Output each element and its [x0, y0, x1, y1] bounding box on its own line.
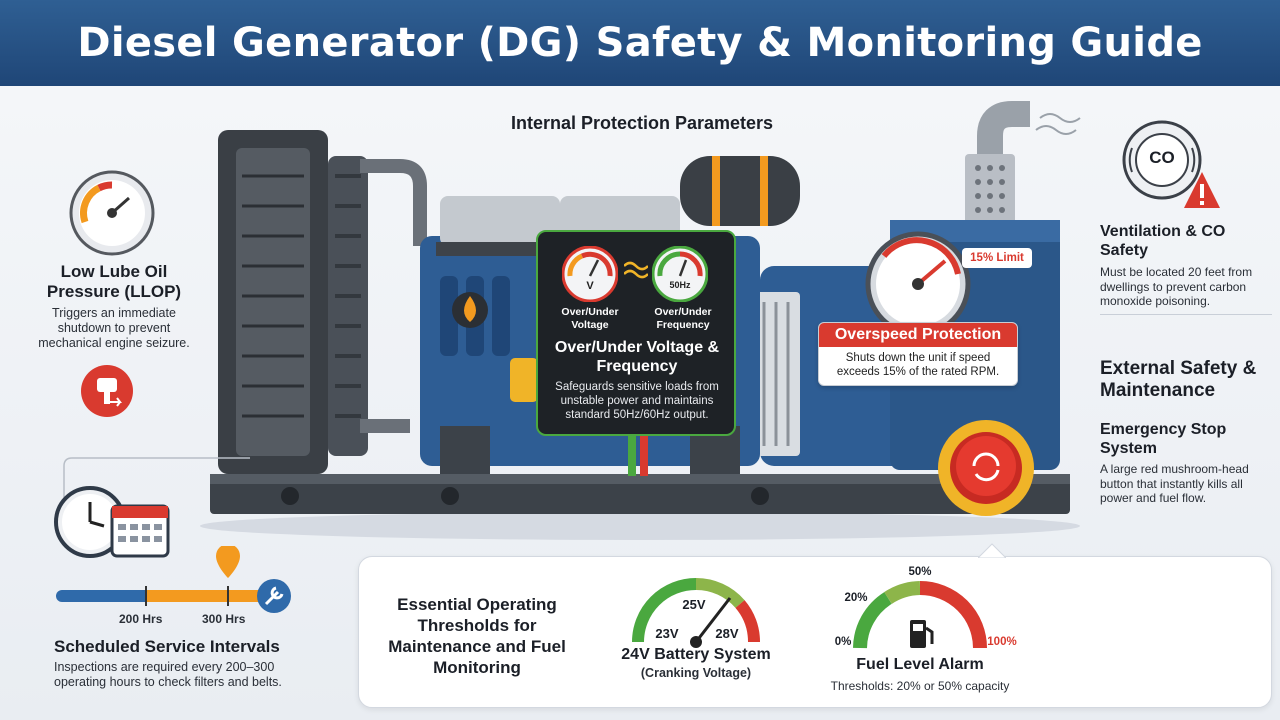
- voltage-gauge-icon: [562, 246, 618, 302]
- overspeed-limit-tag: 15% Limit: [962, 248, 1032, 268]
- voltage-frequency-panel: V 50Hz Over/Under Voltage Over/Under Fre…: [536, 230, 736, 436]
- fuel-tick-100: 100%: [987, 636, 1017, 648]
- overspeed-card: Overspeed Protection Shuts down the unit…: [818, 322, 1018, 386]
- co-detector-icon: [1122, 120, 1220, 208]
- ventilation-title: Ventilation & CO Safety: [1100, 223, 1226, 259]
- voltage-gauge-label: V: [586, 280, 594, 292]
- fuel-tick-20: 20%: [844, 592, 868, 604]
- voltage-label-right: Over/Under Frequency: [654, 306, 712, 331]
- wave-icon: [624, 261, 648, 279]
- external-safety-title: External Safety & Maintenance: [1100, 358, 1257, 401]
- service-timeline: [56, 546, 291, 613]
- thresholds-title: Essential Operating Thresholds for Maint…: [388, 595, 566, 677]
- oil-pressure-gauge-icon: [69, 170, 155, 256]
- estop-title: Emergency Stop System: [1100, 421, 1227, 457]
- ventilation-divider: [1100, 314, 1272, 315]
- service-title: Scheduled Service Intervals: [54, 637, 280, 656]
- overspeed-title: Overspeed Protection: [819, 323, 1017, 347]
- frequency-gauge-label: 50Hz: [669, 280, 691, 290]
- page-header: Diesel Generator (DG) Safety & Monitorin…: [0, 0, 1280, 86]
- battery-title: 24V Battery System: [621, 646, 771, 663]
- emergency-stop-button-icon: [938, 420, 1034, 516]
- battery-tick-23: 23V: [655, 626, 679, 641]
- thresholds-panel: [358, 556, 1272, 708]
- fuel-pump-icon: [910, 620, 934, 648]
- service-mark-300: 300 Hrs: [202, 612, 246, 626]
- internal-protection-title: Internal Protection Parameters: [510, 113, 774, 133]
- battery-voltage-gauge: [632, 577, 761, 648]
- voltage-title: Over/Under Voltage & Frequency: [554, 339, 720, 375]
- overspeed-description: Shuts down the unit if speed exceeds 15%…: [836, 352, 1000, 378]
- llop-description: Triggers an immediate shutdown to preven…: [38, 306, 190, 350]
- service-mark-200: 200 Hrs: [119, 612, 163, 626]
- piston-warning-icon: [81, 365, 133, 417]
- llop-title: Low Lube Oil Pressure (LLOP): [46, 262, 182, 301]
- fuel-title: Fuel Level Alarm: [856, 656, 984, 673]
- battery-subtitle: (Cranking Voltage): [640, 666, 752, 680]
- fuel-tick-0: 0%: [834, 636, 852, 648]
- fuel-tick-50: 50%: [908, 566, 932, 578]
- connector-line: [63, 457, 250, 510]
- battery-tick-25: 25V: [682, 597, 706, 612]
- clock-calendar-icon: [54, 486, 170, 558]
- voltage-label-left: Over/Under Voltage: [561, 306, 619, 331]
- voltage-description: Safeguards sensitive loads from unstable…: [555, 381, 719, 421]
- page-title: Diesel Generator (DG) Safety & Monitorin…: [77, 20, 1203, 66]
- panel-pointer: [978, 543, 1006, 558]
- ventilation-description: Must be located 20 feet from dwellings t…: [1100, 265, 1253, 308]
- service-description: Inspections are required every 200–300 o…: [54, 660, 282, 689]
- co-icon-label: CO: [1149, 148, 1175, 167]
- estop-description: A large red mushroom-head button that in…: [1100, 462, 1249, 505]
- fuel-description: Thresholds: 20% or 50% capacity: [830, 679, 1010, 693]
- frequency-gauge-icon: [652, 246, 708, 302]
- fuel-level-gauge: [853, 581, 987, 649]
- battery-tick-28: 28V: [715, 626, 739, 641]
